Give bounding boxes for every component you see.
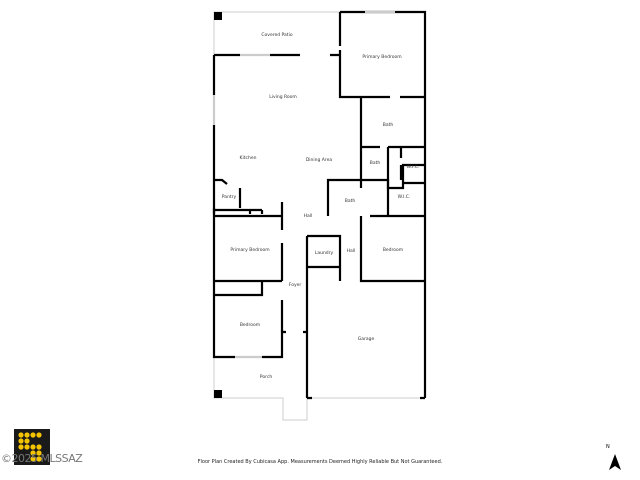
room-kitchen: Kitchen bbox=[240, 155, 257, 161]
room-hall: Hall bbox=[304, 213, 313, 219]
room-pantry: Pantry bbox=[222, 194, 237, 200]
room-bedroom: Bedroom bbox=[383, 247, 403, 253]
north-arrow-icon bbox=[609, 454, 621, 470]
room-primary-bedroom: Primary Bedroom bbox=[230, 247, 269, 253]
room-wic: W.I.C. bbox=[398, 194, 411, 200]
room-bath: Bath bbox=[383, 122, 394, 128]
room-primary-bedroom: Primary Bedroom bbox=[362, 54, 401, 60]
logo-dots-icon bbox=[18, 432, 42, 462]
room-wic: W.I.C. bbox=[407, 164, 420, 170]
walls bbox=[212, 10, 427, 421]
room-garage: Garage bbox=[358, 336, 375, 342]
room-bath: Bath bbox=[345, 198, 356, 204]
room-porch: Porch bbox=[260, 374, 273, 380]
north-label: N bbox=[606, 444, 610, 450]
room-laundry: Laundry bbox=[315, 250, 334, 256]
room-living-room: Living Room bbox=[269, 94, 297, 100]
mls-logo bbox=[14, 429, 50, 465]
room-hall: Hall bbox=[347, 248, 356, 254]
room-bedroom: Bedroom bbox=[240, 322, 260, 328]
room-bath: Bath bbox=[370, 160, 381, 166]
room-dining-area: Dining Area bbox=[306, 157, 333, 163]
room-foyer: Foyer bbox=[289, 282, 302, 288]
room-labels: Covered Patio Primary Bedroom Living Roo… bbox=[222, 32, 420, 380]
copyright-watermark: ©2025 MLSSAZ bbox=[1, 452, 83, 465]
room-covered-patio: Covered Patio bbox=[261, 32, 292, 38]
disclaimer-text: Floor Plan Created By Cubicasa App. Meas… bbox=[197, 459, 443, 465]
